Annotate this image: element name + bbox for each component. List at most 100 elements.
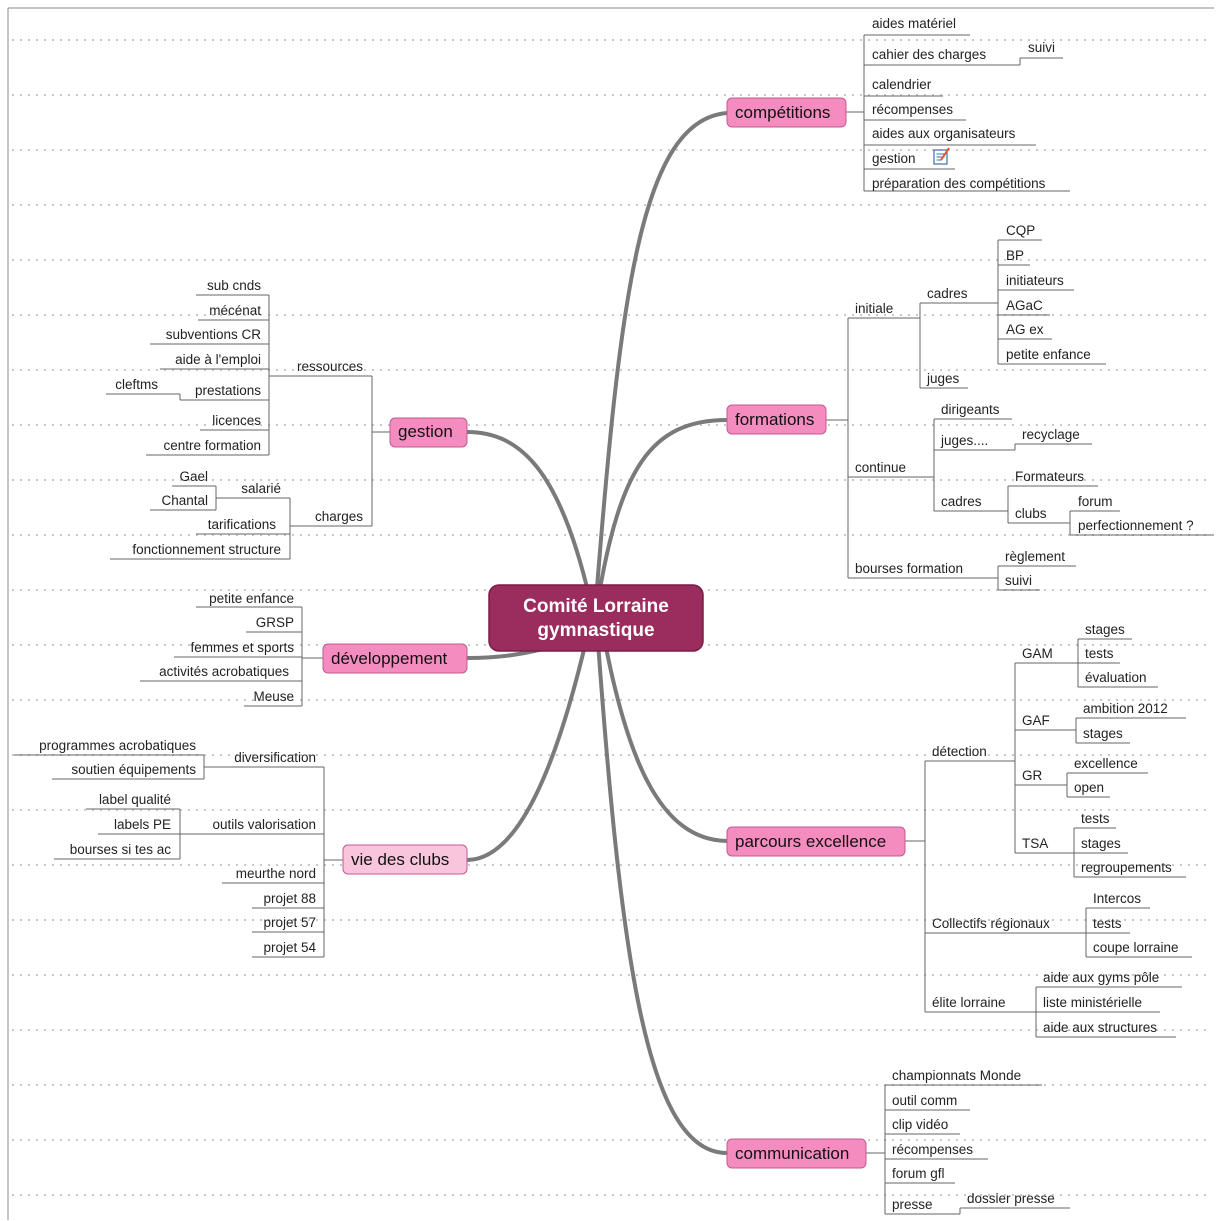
- subtopic-gam-tests[interactable]: tests: [1085, 646, 1114, 661]
- subtopic-continue[interactable]: continue: [855, 460, 906, 475]
- subtopic-gaf[interactable]: GAF: [1022, 713, 1050, 728]
- subtopic-coll-tests[interactable]: tests: [1093, 916, 1122, 931]
- subtopic-gam[interactable]: GAM: [1022, 646, 1053, 661]
- subtopic-aides-organisateurs[interactable]: aides aux organisateurs: [872, 126, 1016, 141]
- subtopic-bourses[interactable]: bourses si tes ac: [70, 842, 172, 857]
- subtopic-grsp[interactable]: GRSP: [256, 615, 294, 630]
- subtopic-clip-video[interactable]: clip vidéo: [892, 1117, 948, 1132]
- subtopic-elite[interactable]: élite lorraine: [932, 995, 1006, 1010]
- subtopic-gr[interactable]: GR: [1022, 768, 1043, 783]
- subtopic-tsa-stages[interactable]: stages: [1081, 836, 1121, 851]
- subtopic-formateurs[interactable]: Formateurs: [1015, 469, 1084, 484]
- subtopic-bp[interactable]: BP: [1006, 248, 1024, 263]
- subtopic-gam-stages[interactable]: stages: [1085, 622, 1125, 637]
- subtopic-chantal[interactable]: Chantal: [161, 493, 208, 508]
- subtopic-tsa-regroupements[interactable]: regroupements: [1081, 860, 1172, 875]
- topic-vie-des-clubs[interactable]: vie des clubs: [342, 844, 468, 875]
- subtopic-gaf-ambition[interactable]: ambition 2012: [1083, 701, 1168, 716]
- subtopic-outil-comm[interactable]: outil comm: [892, 1093, 957, 1108]
- subtopic-gaf-stages[interactable]: stages: [1083, 726, 1123, 741]
- subtopic-projet-54[interactable]: projet 54: [263, 940, 316, 955]
- subtopic-aide-emploi[interactable]: aide à l'emploi: [175, 352, 261, 367]
- subtopic-subventions-cr[interactable]: subventions CR: [166, 327, 262, 342]
- subtopic-gam-evaluation[interactable]: évaluation: [1085, 670, 1147, 685]
- subtopic-dirigeants[interactable]: dirigeants: [941, 402, 1000, 417]
- branch-competitions: [594, 111, 729, 602]
- subtopic-calendrier[interactable]: calendrier: [872, 77, 932, 92]
- subtopic-sub-cnds[interactable]: sub cnds: [207, 278, 261, 293]
- subtopic-preparation[interactable]: préparation des compétitions: [872, 176, 1046, 191]
- subtopic-aide-structures[interactable]: aide aux structures: [1043, 1020, 1157, 1035]
- topic-formations[interactable]: formations: [726, 404, 827, 435]
- subtopic-tarifications[interactable]: tarifications: [208, 517, 277, 532]
- subtopic-recompenses[interactable]: récompenses: [872, 102, 953, 117]
- subtopic-cadres-continue[interactable]: cadres: [941, 494, 982, 509]
- subtopic-initiateurs[interactable]: initiateurs: [1006, 273, 1064, 288]
- subtopic-juges[interactable]: juges: [926, 371, 960, 386]
- subtopic-labels-pe[interactable]: labels PE: [114, 817, 171, 832]
- subtopic-cleftms[interactable]: cleftms: [115, 377, 158, 392]
- subtopic-cadres[interactable]: cadres: [927, 286, 968, 301]
- subtopic-salarie[interactable]: salarié: [241, 481, 281, 496]
- subtopic-aide-gyms[interactable]: aide aux gyms pôle: [1043, 970, 1159, 985]
- subtopic-label-qualite[interactable]: label qualité: [99, 792, 171, 807]
- subtopic-clubs[interactable]: clubs: [1015, 506, 1047, 521]
- subtopic-detection[interactable]: détection: [932, 744, 987, 759]
- subtopic-outils-valorisation[interactable]: outils valorisation: [212, 817, 316, 832]
- subtopic-suivi-formation[interactable]: suivi: [1005, 573, 1032, 588]
- subtopic-dossier-presse[interactable]: dossier presse: [967, 1191, 1055, 1206]
- subtopic-juges-dots[interactable]: juges....: [940, 433, 988, 448]
- subtopic-projet-88[interactable]: projet 88: [263, 891, 316, 906]
- topic-communication[interactable]: communication: [726, 1138, 867, 1169]
- subtopic-bourses-formation[interactable]: bourses formation: [855, 561, 963, 576]
- subtopic-gr-excellence[interactable]: excellence: [1074, 756, 1138, 771]
- subtopic-recompenses-comm[interactable]: récompenses: [892, 1142, 973, 1157]
- subtopic-ag-ex[interactable]: AG ex: [1006, 322, 1044, 337]
- topic-competitions[interactable]: compétitions: [726, 97, 847, 128]
- subtopic-fonctionnement[interactable]: fonctionnement structure: [132, 542, 281, 557]
- subtopic-reglement[interactable]: règlement: [1005, 549, 1065, 564]
- subtopic-gr-open[interactable]: open: [1074, 780, 1104, 795]
- topic-gestion[interactable]: gestion: [389, 417, 468, 448]
- subtopic-licences[interactable]: licences: [212, 413, 261, 428]
- subtopic-suivi[interactable]: suivi: [1028, 40, 1055, 55]
- subtopic-petite-enfance-formation[interactable]: petite enfance: [1006, 347, 1091, 362]
- subtopic-programmes-acro[interactable]: programmes acrobatiques: [39, 738, 196, 753]
- topic-parcours-excellence[interactable]: parcours excellence: [726, 826, 906, 857]
- subtopic-centre-formation[interactable]: centre formation: [163, 438, 261, 453]
- subtopic-meurthe-nord[interactable]: meurthe nord: [236, 866, 316, 881]
- subtopic-mecenat[interactable]: mécénat: [209, 303, 261, 318]
- subtopic-recyclage[interactable]: recyclage: [1022, 427, 1080, 442]
- subtopic-femmes-sports[interactable]: femmes et sports: [190, 640, 294, 655]
- central-topic[interactable]: Comité Lorraine gymnastique: [488, 584, 704, 652]
- subtopic-coupe-lorraine[interactable]: coupe lorraine: [1093, 940, 1179, 955]
- subtopic-collectifs[interactable]: Collectifs régionaux: [932, 916, 1050, 931]
- subtopic-championnats[interactable]: championnats Monde: [892, 1068, 1021, 1083]
- topic-developpement[interactable]: développement: [322, 643, 468, 674]
- subtopic-forum-gfl[interactable]: forum gfl: [892, 1166, 945, 1181]
- subtopic-gael[interactable]: Gael: [179, 469, 208, 484]
- subtopic-prestations[interactable]: prestations: [195, 383, 261, 398]
- subtopic-petite-enfance-dev[interactable]: petite enfance: [209, 591, 294, 606]
- subtopic-perfectionnement[interactable]: perfectionnement ?: [1078, 518, 1194, 533]
- subtopic-charges[interactable]: charges: [315, 509, 363, 524]
- subtopic-projet-57[interactable]: projet 57: [263, 915, 316, 930]
- subtopic-liste-ministerielle[interactable]: liste ministérielle: [1043, 995, 1142, 1010]
- subtopic-aides-materiel[interactable]: aides matériel: [872, 16, 956, 31]
- subtopic-forum[interactable]: forum: [1078, 494, 1113, 509]
- subtopic-cqp[interactable]: CQP: [1006, 223, 1035, 238]
- subtopic-tsa-tests[interactable]: tests: [1081, 811, 1110, 826]
- subtopic-activites-acro[interactable]: activités acrobatiques: [159, 664, 289, 679]
- subtopic-intercos[interactable]: Intercos: [1093, 891, 1141, 906]
- subtopic-initiale[interactable]: initiale: [855, 301, 893, 316]
- subtopic-meuse[interactable]: Meuse: [253, 689, 294, 704]
- subtopic-agac[interactable]: AGaC: [1006, 298, 1043, 313]
- subtopic-diversification[interactable]: diversification: [234, 750, 316, 765]
- subtopic-cahier-des-charges[interactable]: cahier des charges: [872, 47, 986, 62]
- subtopic-soutien-equipements[interactable]: soutien équipements: [71, 762, 196, 777]
- note-icon[interactable]: [933, 147, 950, 165]
- subtopic-tsa[interactable]: TSA: [1022, 836, 1048, 851]
- subtopic-ressources[interactable]: ressources: [297, 359, 363, 374]
- subtopic-gestion-competitions[interactable]: gestion: [872, 151, 916, 166]
- subtopic-presse[interactable]: presse: [892, 1197, 933, 1212]
